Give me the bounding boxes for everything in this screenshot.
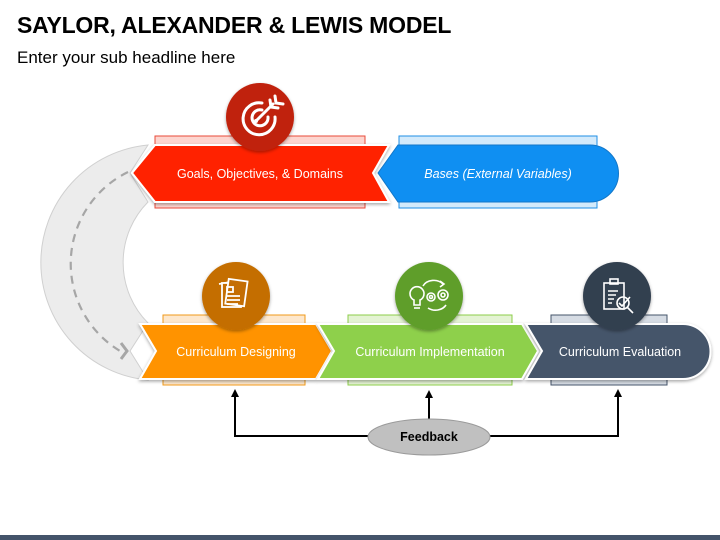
implementation-label: Curriculum Implementation: [355, 344, 505, 359]
feedback-line-evaluation: [489, 396, 619, 437]
goals-label: Goals, Objectives, & Domains: [176, 166, 344, 181]
implementation-shape: [316, 323, 540, 380]
evaluation-shape: [524, 323, 712, 380]
footer-bar: [0, 535, 720, 540]
feedback-ellipse[interactable]: [367, 418, 491, 456]
stage-evaluation[interactable]: [524, 314, 712, 386]
arrowhead-icon: [231, 389, 239, 397]
bases-shape: [377, 144, 619, 203]
arrowhead-icon: [425, 390, 433, 398]
evaluation-icon-badge: [583, 262, 651, 330]
designing-icon-badge: [202, 262, 270, 330]
goals-icon-badge: [226, 83, 294, 151]
uturn-arrowhead-icon: [119, 342, 129, 360]
goals-shape: [130, 144, 391, 203]
stage-goals[interactable]: [130, 135, 391, 209]
uturn-band: [40, 144, 149, 381]
evaluation-label: Curriculum Evaluation: [558, 344, 682, 359]
feedback-line-designing: [234, 396, 370, 437]
arrowhead-icon: [614, 389, 622, 397]
bases-label: Bases (External Variables): [424, 166, 572, 181]
page-subtitle: Enter your sub headline here: [17, 48, 236, 67]
feedback-label: Feedback: [400, 430, 458, 444]
page-title: SAYLOR, ALEXANDER & LEWIS MODEL: [17, 12, 452, 38]
uturn-connector: [40, 144, 149, 381]
designing-label: Curriculum Designing: [176, 344, 296, 359]
lightbulb-gears-icon: [409, 279, 449, 311]
designing-shape: [138, 323, 334, 380]
implementation-icon-badge: [395, 262, 463, 330]
uturn-dashed-line: [69, 171, 129, 352]
documents-icon: [218, 277, 249, 308]
target-arrow-icon: [241, 94, 285, 137]
clipboard-check-icon: [603, 278, 634, 314]
stage-bases[interactable]: [377, 135, 619, 209]
